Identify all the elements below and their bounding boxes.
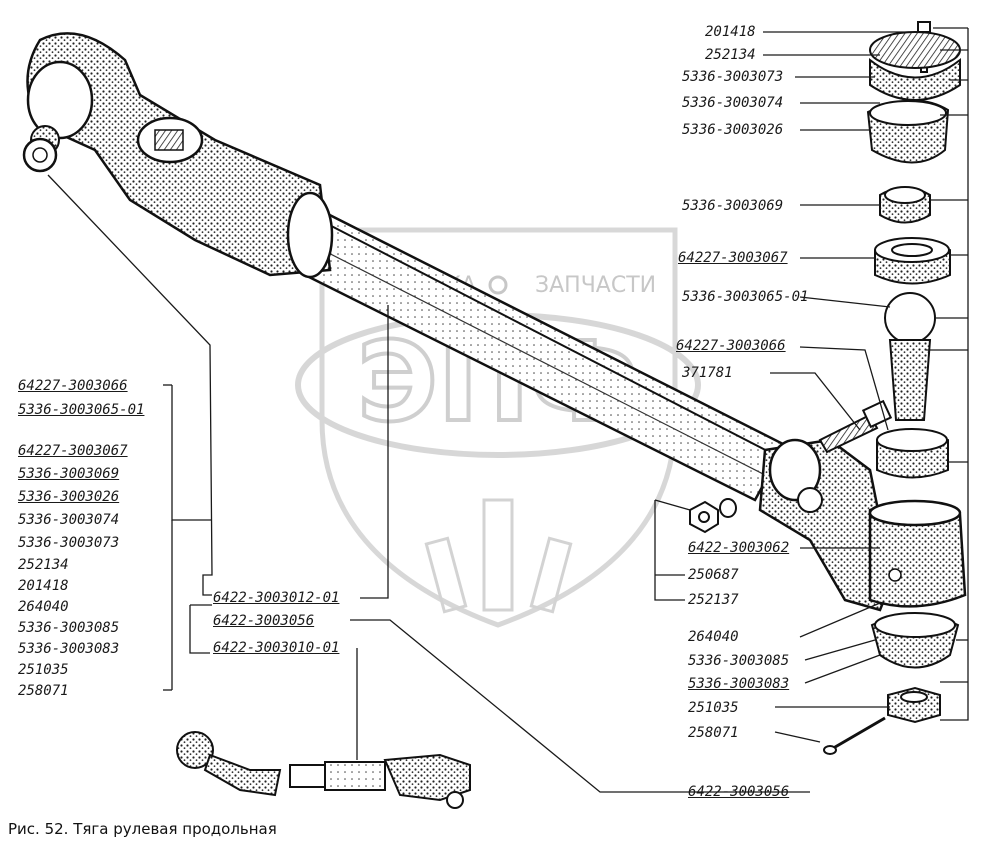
- label-part: 258071: [688, 725, 739, 741]
- assembly-overview: [176, 731, 471, 809]
- label-part: 5336-3003073: [18, 535, 120, 551]
- label-part: 5336-3003065-01: [18, 402, 145, 418]
- figure-caption: Рис. 52. Тяга рулевая продольная: [8, 820, 277, 838]
- label-part: 5336-3003083: [18, 641, 120, 657]
- label-part: 5336-3003026: [18, 489, 120, 505]
- label-part: 5336-3003026: [682, 122, 784, 138]
- label-part: 5336-3003069: [18, 466, 120, 482]
- label-part: 201418: [705, 24, 756, 40]
- label-part: 201418: [18, 578, 69, 594]
- label-part: 64227-3003067: [18, 443, 128, 459]
- label-part: 64227-3003066: [18, 378, 128, 394]
- label-part: 64227-3003066: [676, 338, 786, 354]
- watermark-logo: ЭПФ ТЕХНИКА ЗАПЧАСТИ: [295, 227, 701, 628]
- label-part: 5336-3003085: [18, 620, 120, 636]
- label-part: 251035: [688, 700, 739, 716]
- label-part: 5336-3003083: [688, 676, 790, 692]
- label-part: 6422-3003012-01: [213, 590, 340, 606]
- label-part: 5336-3003073: [682, 69, 784, 85]
- label-part: 5336-3003074: [682, 95, 784, 111]
- rod-tube: [293, 198, 787, 502]
- label-part: 5336-3003085: [688, 653, 790, 669]
- label-part: 371781: [682, 365, 733, 381]
- label-part: 5336-3003074: [18, 512, 120, 528]
- label-part: 6422-3003056: [213, 613, 315, 629]
- leader-lines: [47, 27, 969, 793]
- exploded-parts: [689, 21, 961, 755]
- label-part: 264040: [688, 629, 739, 645]
- right-tie-rod-end: [758, 438, 967, 612]
- watermark-right-word: ЗАПЧАСТИ: [535, 273, 656, 298]
- label-part: 6422-3003010-01: [213, 640, 340, 656]
- label-part: 258071: [18, 683, 69, 699]
- label-part: 252134: [18, 557, 69, 573]
- label-part: 252137: [688, 592, 739, 608]
- label-part: 5336-3003069: [682, 198, 784, 214]
- label-part: 5336-3003065-01: [682, 289, 809, 305]
- label-part: 264040: [18, 599, 69, 615]
- label-part: 251035: [18, 662, 69, 678]
- label-part: 6422-3003056: [688, 784, 790, 800]
- left-tie-rod-end: [22, 32, 334, 279]
- label-part: 250687: [688, 567, 739, 583]
- label-part: 64227-3003067: [678, 250, 788, 266]
- label-part: 252134: [705, 47, 756, 63]
- label-part: 6422-3003062: [688, 540, 790, 556]
